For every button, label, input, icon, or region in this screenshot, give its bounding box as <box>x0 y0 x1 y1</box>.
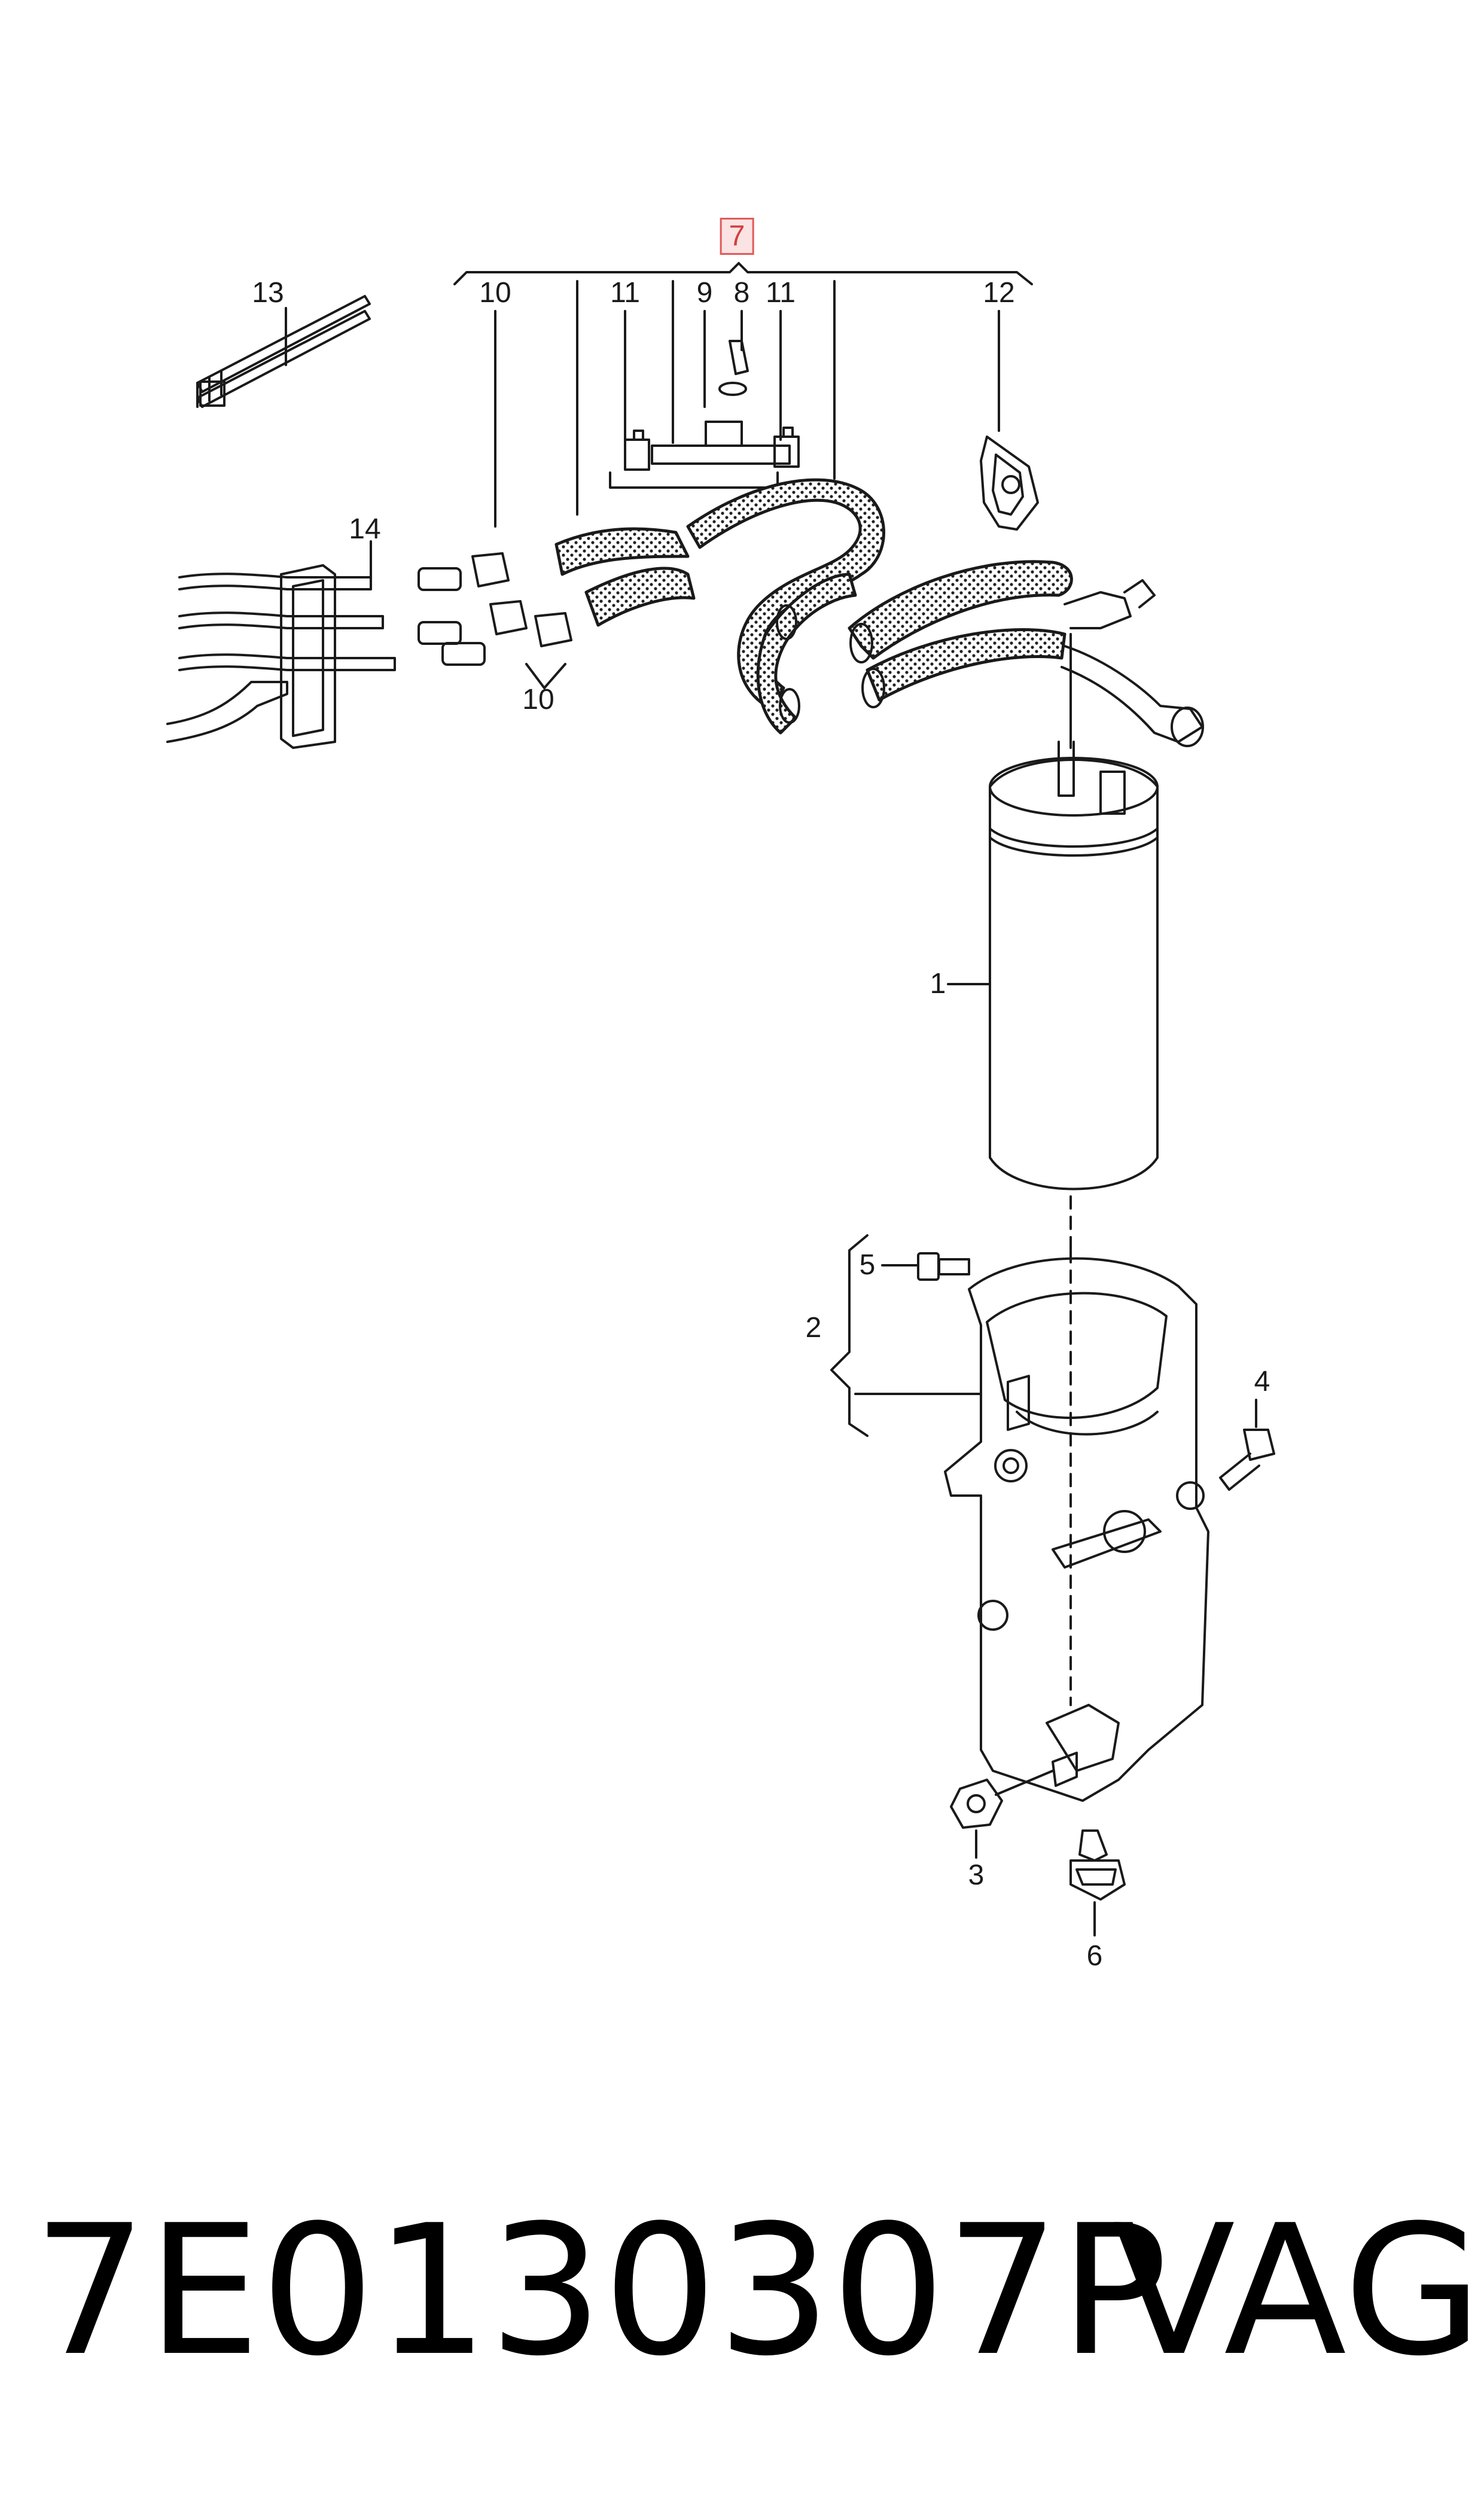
hose-clamp-bands <box>776 604 885 724</box>
clip-6 <box>1069 1829 1126 1937</box>
heat-exchanger-14 <box>166 540 486 749</box>
fuel-filter-1 <box>947 741 1159 1252</box>
filter-outlet-pipes <box>1061 579 1204 749</box>
callout-12[interactable]: 12 <box>983 277 1015 309</box>
callout-13[interactable]: 13 <box>252 277 284 309</box>
callout-10-bottom[interactable]: 10 <box>522 684 554 715</box>
callout-3[interactable]: 3 <box>968 1859 985 1891</box>
fuel-hoses <box>554 478 1073 735</box>
callout-2[interactable]: 2 <box>805 1312 822 1344</box>
callout-6[interactable]: 6 <box>1086 1940 1103 1972</box>
tee-connector-assembly <box>624 340 800 471</box>
callout-11-right[interactable]: 11 <box>766 277 796 309</box>
nut-3 <box>950 1752 1078 1859</box>
bolt-5 <box>881 1252 970 1281</box>
callout-5[interactable]: 5 <box>859 1249 876 1281</box>
part-number: 7E0130307P <box>33 2187 1168 2395</box>
callout-14[interactable]: 14 <box>349 513 381 545</box>
callout-4[interactable]: 4 <box>1254 1366 1270 1397</box>
cable-tie-13 <box>196 295 371 408</box>
hose-clamps-10 <box>471 552 572 689</box>
filter-bracket-2 <box>830 1234 1209 1802</box>
bracket-clip-12 <box>980 310 1039 531</box>
callout-11-left[interactable]: 11 <box>610 277 640 309</box>
callout-9[interactable]: 9 <box>696 277 713 309</box>
callout-10-top[interactable]: 10 <box>479 277 511 309</box>
bolt-4 <box>1219 1399 1275 1491</box>
callout-1[interactable]: 1 <box>930 968 946 1000</box>
callout-7[interactable]: 7 <box>720 218 754 255</box>
callout-8[interactable]: 8 <box>733 277 750 309</box>
brand-label: VAG <box>1113 2187 1483 2395</box>
